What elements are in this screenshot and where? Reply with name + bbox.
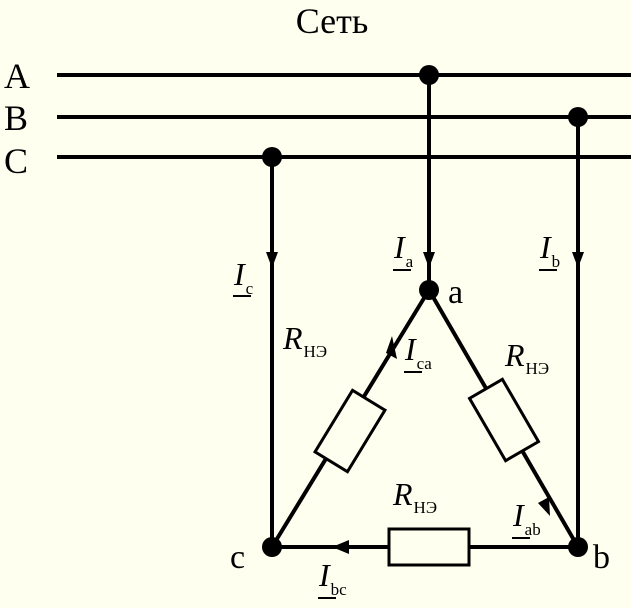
line-label-b: B: [4, 98, 28, 138]
resistor-label-bc: RНЭ: [392, 476, 437, 517]
resistor-ca: [312, 388, 388, 474]
resistor-symbol-bc: R: [392, 476, 413, 512]
resistor-label-ab: RНЭ: [504, 337, 549, 378]
current-sub-ic: c: [246, 279, 254, 298]
arrow-ib: [572, 252, 584, 268]
arrow-ic: [266, 252, 278, 268]
current-symbol-ica: I: [404, 331, 417, 367]
current-sub-ia: a: [406, 252, 414, 271]
node-label-b: b: [593, 539, 610, 576]
current-sub-ica: ca: [417, 354, 433, 373]
line-label-c: C: [4, 141, 28, 181]
junction-line-a: [419, 65, 439, 85]
current-sub-iab: ab: [525, 520, 541, 539]
current-label-ica: Ica: [404, 331, 432, 373]
diagram-title: Сеть: [296, 1, 369, 41]
node-c-dot: [262, 537, 282, 557]
resistor-symbol-ca: R: [282, 320, 303, 356]
resistor-sub-ab: НЭ: [526, 359, 550, 378]
resistor-bc: [387, 527, 471, 567]
node-a-dot: [419, 280, 439, 300]
current-label-ibc: Ibc: [318, 557, 347, 599]
resistor-sub-bc: НЭ: [414, 498, 438, 517]
junction-line-c: [262, 147, 282, 167]
current-symbol-ia: I: [393, 229, 406, 265]
resistor-ab: [467, 377, 541, 463]
resistor-label-ca: RНЭ: [282, 320, 327, 361]
arrow-ica: [386, 336, 397, 359]
resistor-symbol-ab: R: [504, 337, 525, 373]
node-label-a: a: [448, 274, 463, 311]
current-symbol-ic: I: [233, 256, 246, 292]
arrow-iab: [538, 497, 550, 516]
resistor-sub-ca: НЭ: [304, 342, 328, 361]
current-label-ib: Ib: [539, 229, 560, 271]
arrow-ia: [423, 252, 435, 268]
node-b-dot: [568, 537, 588, 557]
current-label-ia: Ia: [393, 229, 414, 271]
arrow-ibc: [332, 540, 349, 554]
line-label-a: A: [4, 56, 30, 96]
current-label-iab: Iab: [512, 497, 541, 539]
current-symbol-ibc: I: [318, 557, 331, 593]
current-symbol-ib: I: [539, 229, 552, 265]
current-sub-ib: b: [552, 252, 561, 271]
current-symbol-iab: I: [512, 497, 525, 533]
current-label-ic: Ic: [233, 256, 254, 298]
current-sub-ibc: bc: [331, 580, 348, 599]
node-label-c: c: [230, 539, 245, 576]
junction-line-b: [568, 107, 588, 127]
